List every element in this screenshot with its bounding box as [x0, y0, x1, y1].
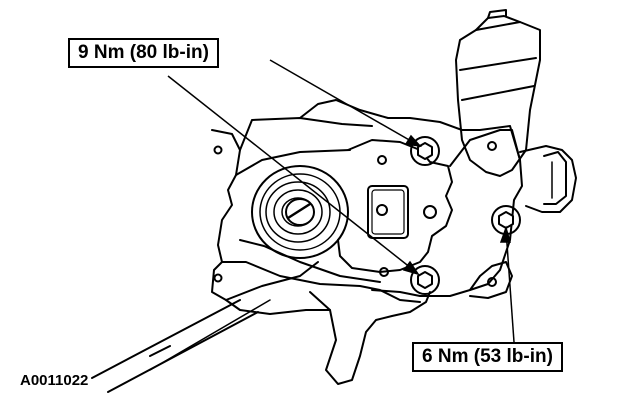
motor-housing: [455, 21, 541, 177]
bolt-lower: [410, 265, 440, 295]
plate-slot: [367, 185, 409, 239]
latch-hook: [309, 291, 431, 385]
right-flange: [449, 129, 521, 167]
arrowhead-right: [499, 225, 511, 243]
torque-callout-lower: 6 Nm (53 lb-in): [412, 342, 563, 372]
figure-id-label: A0011022: [20, 372, 89, 389]
bolt-upper: [410, 136, 440, 166]
main-plate: [337, 139, 453, 273]
motor-connector: [519, 145, 577, 213]
arrowhead-lower: [402, 260, 420, 276]
arrowhead-upper: [404, 134, 422, 148]
torque-callout-upper: 9 Nm (80 lb-in): [68, 38, 219, 68]
lower-rod: [149, 299, 271, 371]
leader-line-upper: [269, 59, 419, 146]
left-bracket: [211, 129, 319, 301]
leader-line-right: [505, 229, 515, 343]
spring-housing: [251, 165, 349, 259]
leader-line-lower: [167, 75, 417, 273]
cable-rod: [91, 299, 259, 393]
